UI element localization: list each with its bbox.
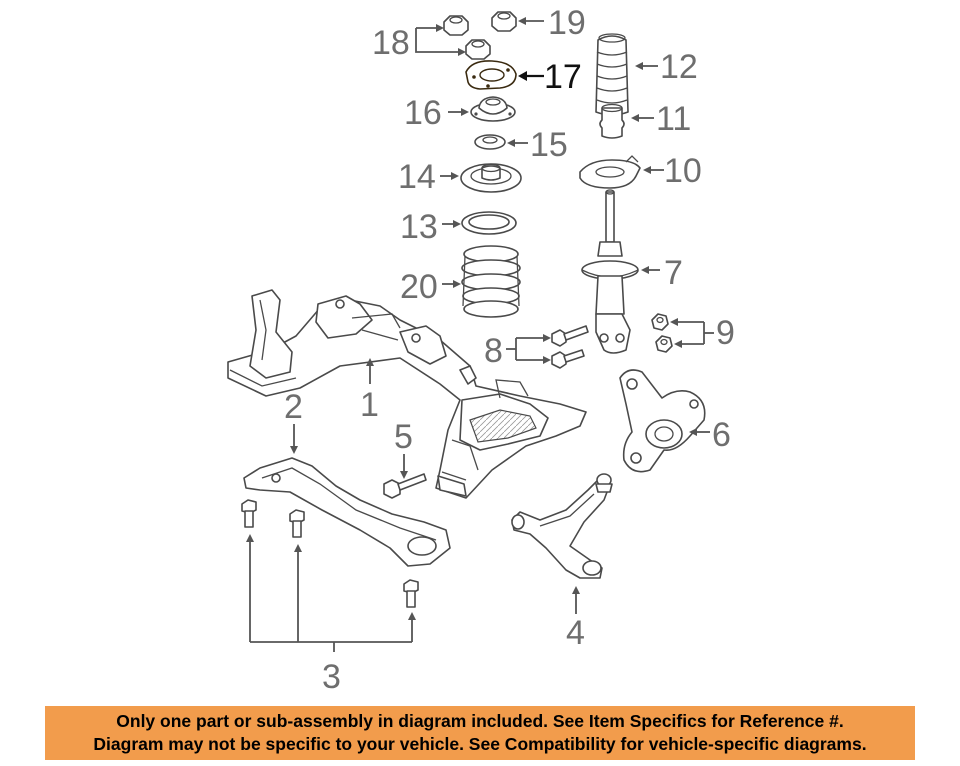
part-2-cross-brace[interactable] <box>243 457 451 567</box>
exploded-parts-diagram: 18 19 17 16 15 <box>227 4 735 696</box>
label-19: 19 <box>548 4 586 42</box>
part-2-leader <box>290 424 298 454</box>
part-4-leader <box>572 586 580 614</box>
label-18: 18 <box>372 24 410 62</box>
part-8-bolts[interactable] <box>551 325 589 369</box>
notice-line-2: Diagram may not be specific to your vehi… <box>93 734 867 754</box>
part-3-bolts[interactable] <box>241 499 419 608</box>
part-3-leader <box>246 534 416 652</box>
label-6: 6 <box>712 416 731 454</box>
part-1-subframe[interactable] <box>227 289 587 499</box>
label-11: 11 <box>656 100 691 138</box>
label-14: 14 <box>398 158 436 196</box>
part-14-spring-seat[interactable] <box>460 163 522 193</box>
part-4-control-arm[interactable] <box>511 473 613 579</box>
label-8: 8 <box>484 332 503 370</box>
part-15-leader <box>507 139 528 147</box>
part-12-leader <box>635 62 658 70</box>
part-17-leader <box>518 71 544 81</box>
part-19-nut[interactable] <box>491 11 517 32</box>
part-6-leader <box>689 428 710 436</box>
part-9-nuts[interactable] <box>651 313 673 353</box>
label-1: 1 <box>360 386 379 424</box>
label-5: 5 <box>394 418 413 456</box>
part-18-nuts[interactable] <box>443 15 491 60</box>
label-12: 12 <box>660 48 698 86</box>
part-16-upper-mount[interactable] <box>470 96 516 122</box>
part-11-bump-stop[interactable] <box>599 103 625 139</box>
part-6-knuckle[interactable] <box>619 369 706 473</box>
notice-line-1: Only one part or sub-assembly in diagram… <box>116 711 844 731</box>
part-5-bolt[interactable] <box>383 473 427 499</box>
part-9-leader <box>670 318 714 348</box>
part-19-leader <box>518 17 544 25</box>
part-7-leader <box>641 266 660 274</box>
label-9: 9 <box>716 314 735 352</box>
part-20-leader <box>442 280 461 288</box>
label-17: 17 <box>544 58 582 96</box>
part-17-mount-plate[interactable] <box>465 60 517 90</box>
part-13-insulator[interactable] <box>461 211 517 235</box>
part-5-leader <box>400 454 408 479</box>
part-1-leader <box>366 358 374 384</box>
part-16-leader <box>448 108 469 116</box>
part-18-leader <box>415 24 466 56</box>
label-16: 16 <box>404 94 442 132</box>
part-14-leader <box>440 172 459 180</box>
part-12-dust-boot[interactable] <box>595 33 629 116</box>
part-8-leader <box>506 334 551 364</box>
part-10-leader <box>643 166 664 174</box>
part-13-leader <box>442 220 461 228</box>
label-2: 2 <box>284 388 303 426</box>
label-13: 13 <box>400 208 438 246</box>
label-20: 20 <box>400 268 438 306</box>
part-20-coil-spring[interactable] <box>461 245 521 318</box>
label-4: 4 <box>566 614 585 652</box>
part-10-upper-seat[interactable] <box>579 155 641 189</box>
label-15: 15 <box>530 126 568 164</box>
part-7-strut[interactable] <box>581 189 639 354</box>
label-10: 10 <box>664 152 702 190</box>
part-11-leader <box>631 114 654 122</box>
label-3: 3 <box>322 658 341 696</box>
part-15-bearing[interactable] <box>474 134 506 150</box>
compatibility-notice-banner: Only one part or sub-assembly in diagram… <box>45 706 915 760</box>
label-7: 7 <box>664 254 683 292</box>
